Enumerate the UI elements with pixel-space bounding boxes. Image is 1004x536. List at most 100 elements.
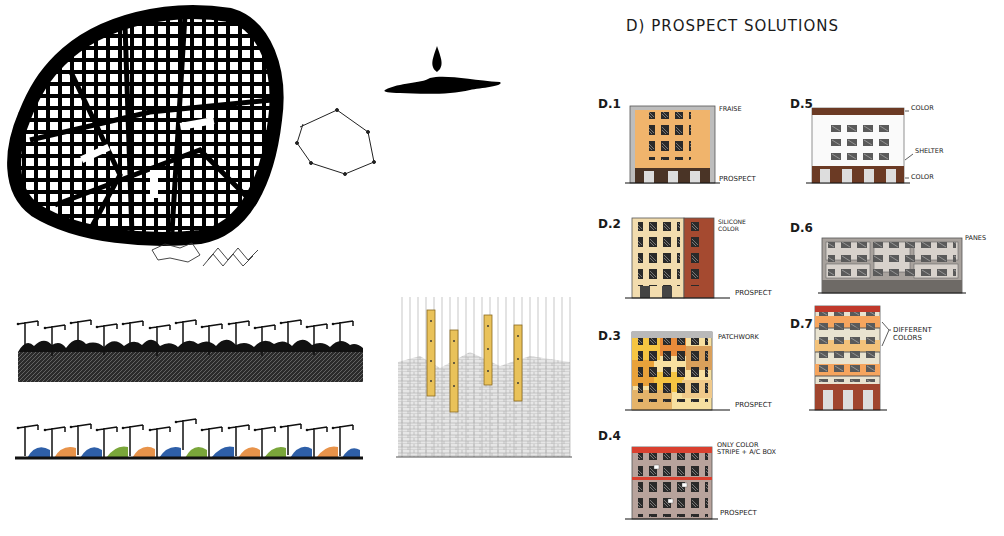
facade-d7-part: [863, 390, 873, 410]
settlement-map-part: [14, 12, 276, 239]
coloured-strip-sketch-part: [332, 425, 353, 456]
dwelling-strip-sketch-part: [306, 324, 327, 355]
coloured-strip-sketch-part: [175, 419, 196, 450]
option-number: D.5: [790, 98, 813, 112]
coloured-strip-sketch-part: [264, 447, 286, 458]
facade-d5-part: [886, 169, 896, 183]
facade-d1-part: [635, 110, 710, 170]
facade-d4: [625, 447, 718, 519]
option-number: D.4: [598, 430, 621, 444]
coloured-strip-sketch-part: [228, 425, 249, 456]
facade-d7-part: [815, 328, 880, 376]
coloured-strip-sketch-part: [44, 427, 65, 458]
facade-d7: [809, 306, 891, 410]
coloured-strip-sketch-part: [238, 447, 260, 458]
facade-d2-part: [688, 222, 702, 286]
facade-d1-part: [635, 168, 710, 183]
facade-d6: [818, 238, 966, 293]
facade-strips-sketch-part: [431, 320, 518, 387]
coloured-strip-sketch-part: [306, 427, 327, 458]
facade-d4-part: [625, 518, 718, 519]
facade-d7-part: [819, 312, 875, 382]
facade-d7-part: [843, 390, 853, 410]
annotation: PATCHWORK: [718, 334, 759, 341]
facade-d5-part: [812, 166, 904, 183]
facade-d4-part: [668, 499, 673, 503]
facade-d7-part: [882, 322, 891, 346]
facade-d5-part: [842, 169, 852, 183]
facade-d2: [625, 218, 730, 298]
facade-d7-part: [815, 306, 880, 410]
coloured-strip-sketch-part: [70, 424, 91, 455]
coloured-strip-sketch: [15, 419, 363, 458]
dwelling-strip-sketch-part: [332, 321, 353, 352]
facade-d3-part: [632, 332, 712, 410]
dwelling-strip-sketch-part: [201, 324, 222, 355]
facade-d4-part: [654, 465, 659, 469]
facade-d1-part: [649, 112, 691, 160]
network-polygon-part: [344, 173, 347, 176]
facade-strips-sketch: [396, 297, 572, 457]
facade-d3-part: [638, 338, 708, 402]
facade-d6-part: [818, 292, 966, 293]
facade-d4-part: [682, 483, 687, 487]
coloured-strip-sketch-part: [54, 447, 76, 458]
coloured-strip-sketch-part: [149, 427, 170, 458]
water-drop-symbol-part: [432, 46, 441, 72]
coloured-strip-sketch-part: [17, 425, 38, 456]
coloured-strip-sketch-part: [211, 446, 234, 458]
coloured-strip-sketch-part: [106, 446, 128, 458]
facade-d2-part: [625, 297, 730, 298]
facade-d5-part: [820, 169, 830, 183]
facade-d3-part: [625, 409, 730, 410]
facade-d1-part: [690, 171, 700, 183]
facade-d2-part: [632, 218, 684, 298]
facade-d1: [625, 106, 720, 183]
facade-d2-part: [638, 222, 680, 286]
dwelling-strip-sketch-part: [17, 321, 38, 352]
dwelling-strip-sketch-part: [149, 325, 170, 356]
facade-strips-sketch-part: [427, 310, 435, 396]
facade-d5-part: [812, 108, 904, 183]
coloured-strip-sketch-part: [80, 447, 102, 458]
facade-d5-part: [826, 118, 890, 160]
dwelling-strip-sketch: [17, 320, 363, 382]
facade-d3: [625, 332, 730, 410]
facade-d7-part: [815, 384, 880, 410]
annotation: ONLY COLOR STRIPE + A/C BOX: [717, 442, 779, 457]
dwelling-strip-sketch-part: [254, 325, 275, 356]
facade-d4-part: [632, 447, 712, 453]
settlement-map-part: [14, 12, 276, 239]
sheet-title: D) PROSPECT SOLUTIONS: [626, 18, 839, 35]
dwelling-strip-sketch-part: [70, 320, 91, 351]
settlement-map-part: [150, 170, 158, 198]
network-polygon-part: [297, 110, 374, 174]
option-number: D.7: [790, 318, 813, 332]
coloured-strip-sketch-part: [27, 447, 50, 458]
annotation: SHELTER: [915, 148, 943, 155]
annotation: FRAISE: [719, 106, 742, 113]
facade-d6-part: [822, 280, 962, 293]
small-sketch-part: [152, 243, 200, 262]
facade-d3-part: [632, 332, 712, 338]
annotation: PROSPECT: [735, 289, 772, 297]
network-polygon-part: [296, 142, 299, 145]
facade-d6-part: [822, 238, 962, 293]
dwelling-strip-sketch-part: [175, 320, 196, 351]
small-sketch: [152, 243, 258, 266]
network-polygon-part: [367, 131, 370, 134]
facade-d5-part: [812, 108, 904, 115]
facade-d1-part: [668, 171, 678, 183]
coloured-strip-sketch-part: [132, 447, 155, 458]
settlement-map-part: [14, 12, 276, 239]
coloured-strip-sketch-part: [280, 424, 301, 455]
facade-strips-sketch-part: [402, 297, 570, 457]
annotation: PROSPECT: [719, 175, 756, 183]
coloured-strip-sketch-part: [201, 427, 222, 458]
facade-d4-part: [632, 447, 712, 519]
dwelling-strip-sketch-part: [44, 325, 65, 356]
dwelling-strip-sketch-part: [122, 321, 143, 352]
